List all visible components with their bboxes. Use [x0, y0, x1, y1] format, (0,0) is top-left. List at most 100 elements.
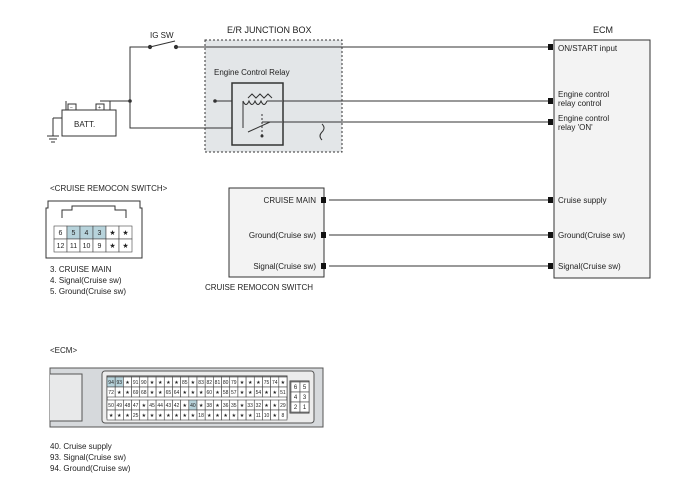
- ecm-legend-2: 93. Signal(Cruise sw): [50, 453, 126, 462]
- relay-wire-stub: [319, 123, 325, 141]
- ecm-pin-blank: ★: [256, 380, 261, 386]
- junction-dots: [128, 99, 217, 103]
- switch-pin-3: 3: [98, 230, 102, 237]
- ecm-pin-blank: ★: [272, 390, 277, 396]
- ecm-pin-blank: ★: [166, 413, 171, 419]
- switch-pin-markers: [321, 197, 326, 269]
- switch-pin-blank-box: [118, 238, 133, 253]
- ecm-pin-29: 29: [280, 403, 286, 409]
- ecm-pin-2: 2: [294, 405, 298, 411]
- ecm-pin-8-box: [278, 409, 288, 421]
- ecm-pin-80: 80: [223, 380, 229, 386]
- ecm-pin-blank: ★: [207, 413, 212, 419]
- ecm-pin-51: 51: [280, 390, 286, 396]
- ecm-pin-48: 48: [125, 403, 131, 409]
- ecm-pin-8: 8: [282, 413, 285, 419]
- ecm-pin-relay-on-1: Engine control: [558, 114, 609, 123]
- battery: − +: [61, 103, 117, 137]
- ecm-pin-40: 40: [190, 403, 196, 409]
- ecm-pin-blank: ★: [264, 403, 269, 409]
- ecm-pin-blank: ★: [117, 390, 122, 396]
- ecm-pin-cruise-supply: Cruise supply: [558, 196, 606, 205]
- ecm-caption: <ECM>: [50, 346, 77, 355]
- ecm-pin-93: 93: [116, 380, 122, 386]
- switch-legend-3: 5. Ground(Cruise sw): [50, 287, 126, 296]
- ecm-pin-blank: ★: [125, 413, 130, 419]
- ecm-pin-32: 32: [256, 403, 262, 409]
- ecm-pin-10: 10: [264, 413, 270, 419]
- ecm-pin-5: 5: [303, 385, 307, 391]
- ecm-pin-64: 64: [174, 390, 180, 396]
- switch-pin-10: 10: [83, 243, 91, 250]
- ecm-pin-72: 72: [108, 390, 114, 396]
- switch-pin-9: 9: [98, 243, 102, 250]
- switch-pin-6: 6: [59, 230, 63, 237]
- ecm-pin-blank: ★: [174, 380, 179, 386]
- ecm-pin-blank: ★: [223, 413, 228, 419]
- ecm-pin-blank: ★: [158, 380, 163, 386]
- ecm-pin-blank: ★: [281, 380, 286, 386]
- ecm-pin-on-start: ON/START input: [558, 44, 618, 53]
- ecm-pin-91: 91: [133, 380, 139, 386]
- ecm-pin-74: 74: [272, 380, 278, 386]
- ecm-pin-relay-control-1: Engine control: [558, 90, 609, 99]
- ecm-pin-blank: ★: [150, 380, 155, 386]
- ecm-pin-82: 82: [206, 380, 212, 386]
- ecm-pin-blank: ★: [158, 413, 163, 419]
- ecm-pin-85: 85: [182, 380, 188, 386]
- ecm-legend-3: 94. Ground(Cruise sw): [50, 464, 131, 473]
- switch-legend-1: 3. CRUISE MAIN: [50, 265, 112, 274]
- ecm-pin-94: 94: [108, 380, 114, 386]
- ecm-pin-blank: ★: [240, 403, 245, 409]
- svg-text:+: +: [98, 105, 101, 111]
- switch-caption: <CRUISE REMOCON SWITCH>: [50, 184, 168, 193]
- switch-pin-12: 12: [57, 243, 65, 250]
- switch-legend-2: 4. Signal(Cruise sw): [50, 276, 122, 285]
- svg-text:−: −: [70, 105, 73, 111]
- ecm-pin-47: 47: [133, 403, 139, 409]
- ecm-pin-blank: ★: [125, 380, 130, 386]
- ecm-pin-57: 57: [231, 390, 237, 396]
- ecm-pin-11: 11: [256, 413, 261, 419]
- ecm-pin-1-box: [299, 401, 310, 413]
- ecm-pin-ground: Ground(Cruise sw): [558, 231, 625, 240]
- ecm-pin-relay-on-2: relay 'ON': [558, 123, 593, 132]
- ecm-pin-69: 69: [133, 390, 139, 396]
- ecm-pin-51-box: [278, 386, 288, 398]
- switch-pin-blank: ★: [122, 229, 128, 237]
- ecm-pin-58: 58: [223, 390, 229, 396]
- ecm-pin-54: 54: [256, 390, 262, 396]
- ecm-pin-3: 3: [303, 395, 307, 401]
- ecm-pin-blank: ★: [150, 413, 155, 419]
- ecm-pin-44: 44: [157, 403, 163, 409]
- engine-control-relay: [231, 82, 284, 146]
- ecm-pin-blank: ★: [174, 413, 179, 419]
- ecm-pin-blank: ★: [215, 403, 220, 409]
- ig-switch-label: IG SW: [150, 31, 174, 40]
- ecm-pin-90: 90: [141, 380, 147, 386]
- ecm-pin-blank: ★: [215, 413, 220, 419]
- switch-pin-11: 11: [70, 243, 77, 250]
- ecm-pin-blank: ★: [191, 413, 196, 419]
- ecm-pin-blank: ★: [109, 413, 114, 419]
- switch-pin-blank: ★: [109, 242, 115, 250]
- switch-pin-5: 5: [72, 230, 76, 237]
- ecm-pin-35: 35: [231, 403, 237, 409]
- ecm-pin-50: 50: [108, 403, 114, 409]
- ecm-title: ECM: [593, 25, 613, 35]
- ecm-pin-blank: ★: [182, 413, 187, 419]
- ecm-pin-79: 79: [231, 380, 237, 386]
- ecm-pin-relay-control-2: relay control: [558, 99, 602, 108]
- ecm-pin-60: 60: [206, 390, 212, 396]
- ecm-pin-68: 68: [141, 390, 147, 396]
- ecm-pin-49: 49: [116, 403, 122, 409]
- ecm-pin-blank: ★: [199, 390, 204, 396]
- ecm-pin-33: 33: [247, 403, 253, 409]
- ecm-pin-blank: ★: [158, 390, 163, 396]
- ecm-pin-83: 83: [198, 380, 204, 386]
- ecm-legend-1: 40. Cruise supply: [50, 442, 112, 451]
- ecm-pin-blank: ★: [215, 390, 220, 396]
- ecm-pin-blank: ★: [182, 390, 187, 396]
